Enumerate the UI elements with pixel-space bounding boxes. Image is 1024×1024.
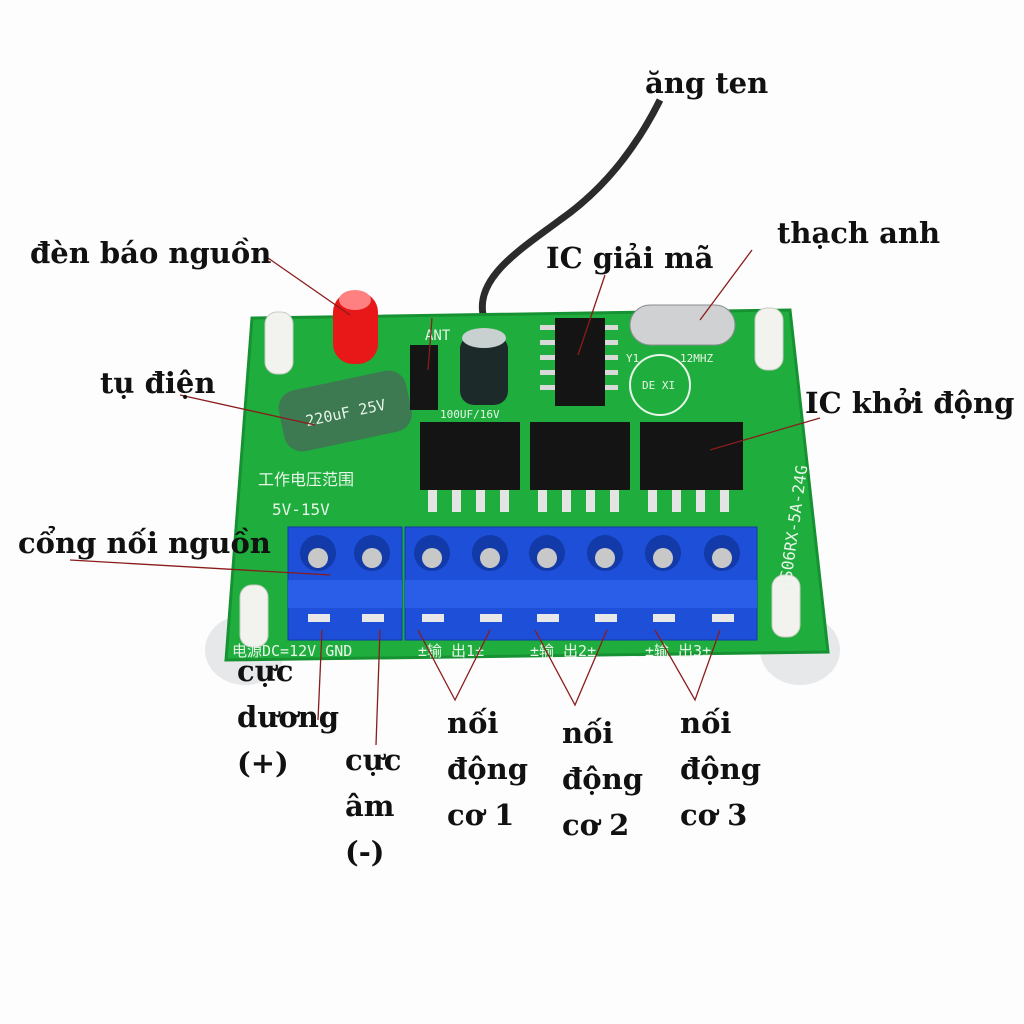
label-capacitor: tụ điện: [100, 366, 216, 400]
label-line: nối: [562, 716, 614, 750]
small-ic: [410, 345, 438, 410]
crystal-ref: Y1: [626, 352, 639, 365]
label-motor-1: nối động cơ 1: [447, 700, 528, 838]
voltage-cn-text: 工作电压范围: [258, 470, 354, 489]
label-negative: cực âm (-): [345, 737, 401, 875]
crystal-freq: 12MHZ: [680, 352, 713, 365]
standoff: [239, 307, 801, 648]
small-cap-marking: 100UF/16V: [440, 408, 500, 421]
voltage-range-text: 5V-15V: [272, 500, 330, 519]
label-line: cơ 3: [680, 798, 748, 832]
crystal-oscillator: [629, 304, 736, 346]
decoder-ic: [540, 318, 618, 406]
out1-text: ±输 出1±: [418, 642, 484, 660]
label-positive: cực dương (+): [237, 648, 339, 786]
label-line: động: [562, 762, 643, 796]
ant-marking: ANT: [425, 328, 451, 344]
logo-text: DE XI: [642, 379, 675, 392]
power-in-text: 电源DC=12V GND: [232, 642, 352, 660]
label-motor-2: nối động cơ 2: [562, 710, 643, 848]
small-capacitor: [460, 335, 508, 405]
label-driver-ic: IC khởi động: [805, 386, 1015, 420]
label-line: cơ 2: [562, 808, 630, 842]
label-antenna: ăng ten: [645, 66, 769, 100]
label-power-led: đèn báo nguồn: [30, 236, 272, 270]
logo: [629, 354, 691, 416]
label-line: động: [680, 752, 761, 786]
electrolytic-capacitor: 220uF 25V: [278, 370, 412, 452]
driver-ics: [420, 422, 743, 490]
label-motor-3: nối động cơ 3: [680, 700, 761, 838]
label-line: động: [447, 752, 528, 786]
power-led: [333, 292, 378, 364]
label-line: nối: [680, 706, 732, 740]
leader-lines: [69, 249, 821, 746]
terminal-screws: [300, 535, 740, 622]
label-line: dương: [237, 700, 340, 734]
label-line: nối: [447, 706, 499, 740]
label-line: cực: [345, 743, 402, 777]
label-line: (-): [345, 835, 385, 869]
driver-ic-1: [420, 422, 520, 490]
terminal-block-motors: [404, 526, 758, 641]
out3-text: ±输 出3±: [645, 642, 711, 660]
label-line: cơ 1: [447, 798, 515, 832]
driver-ic-3: [640, 422, 743, 490]
label-line: âm: [345, 789, 395, 823]
label-line: (+): [237, 746, 289, 780]
label-crystal: thạch anh: [777, 216, 941, 250]
label-line: cực: [237, 654, 294, 688]
driver-ic-2: [530, 422, 630, 490]
out2-text: ±输 出2±: [530, 642, 596, 660]
antenna-wire: [478, 98, 664, 324]
label-decoder-ic: IC giải mã: [546, 241, 714, 275]
label-power-port: cổng nối nguồn: [18, 526, 271, 560]
